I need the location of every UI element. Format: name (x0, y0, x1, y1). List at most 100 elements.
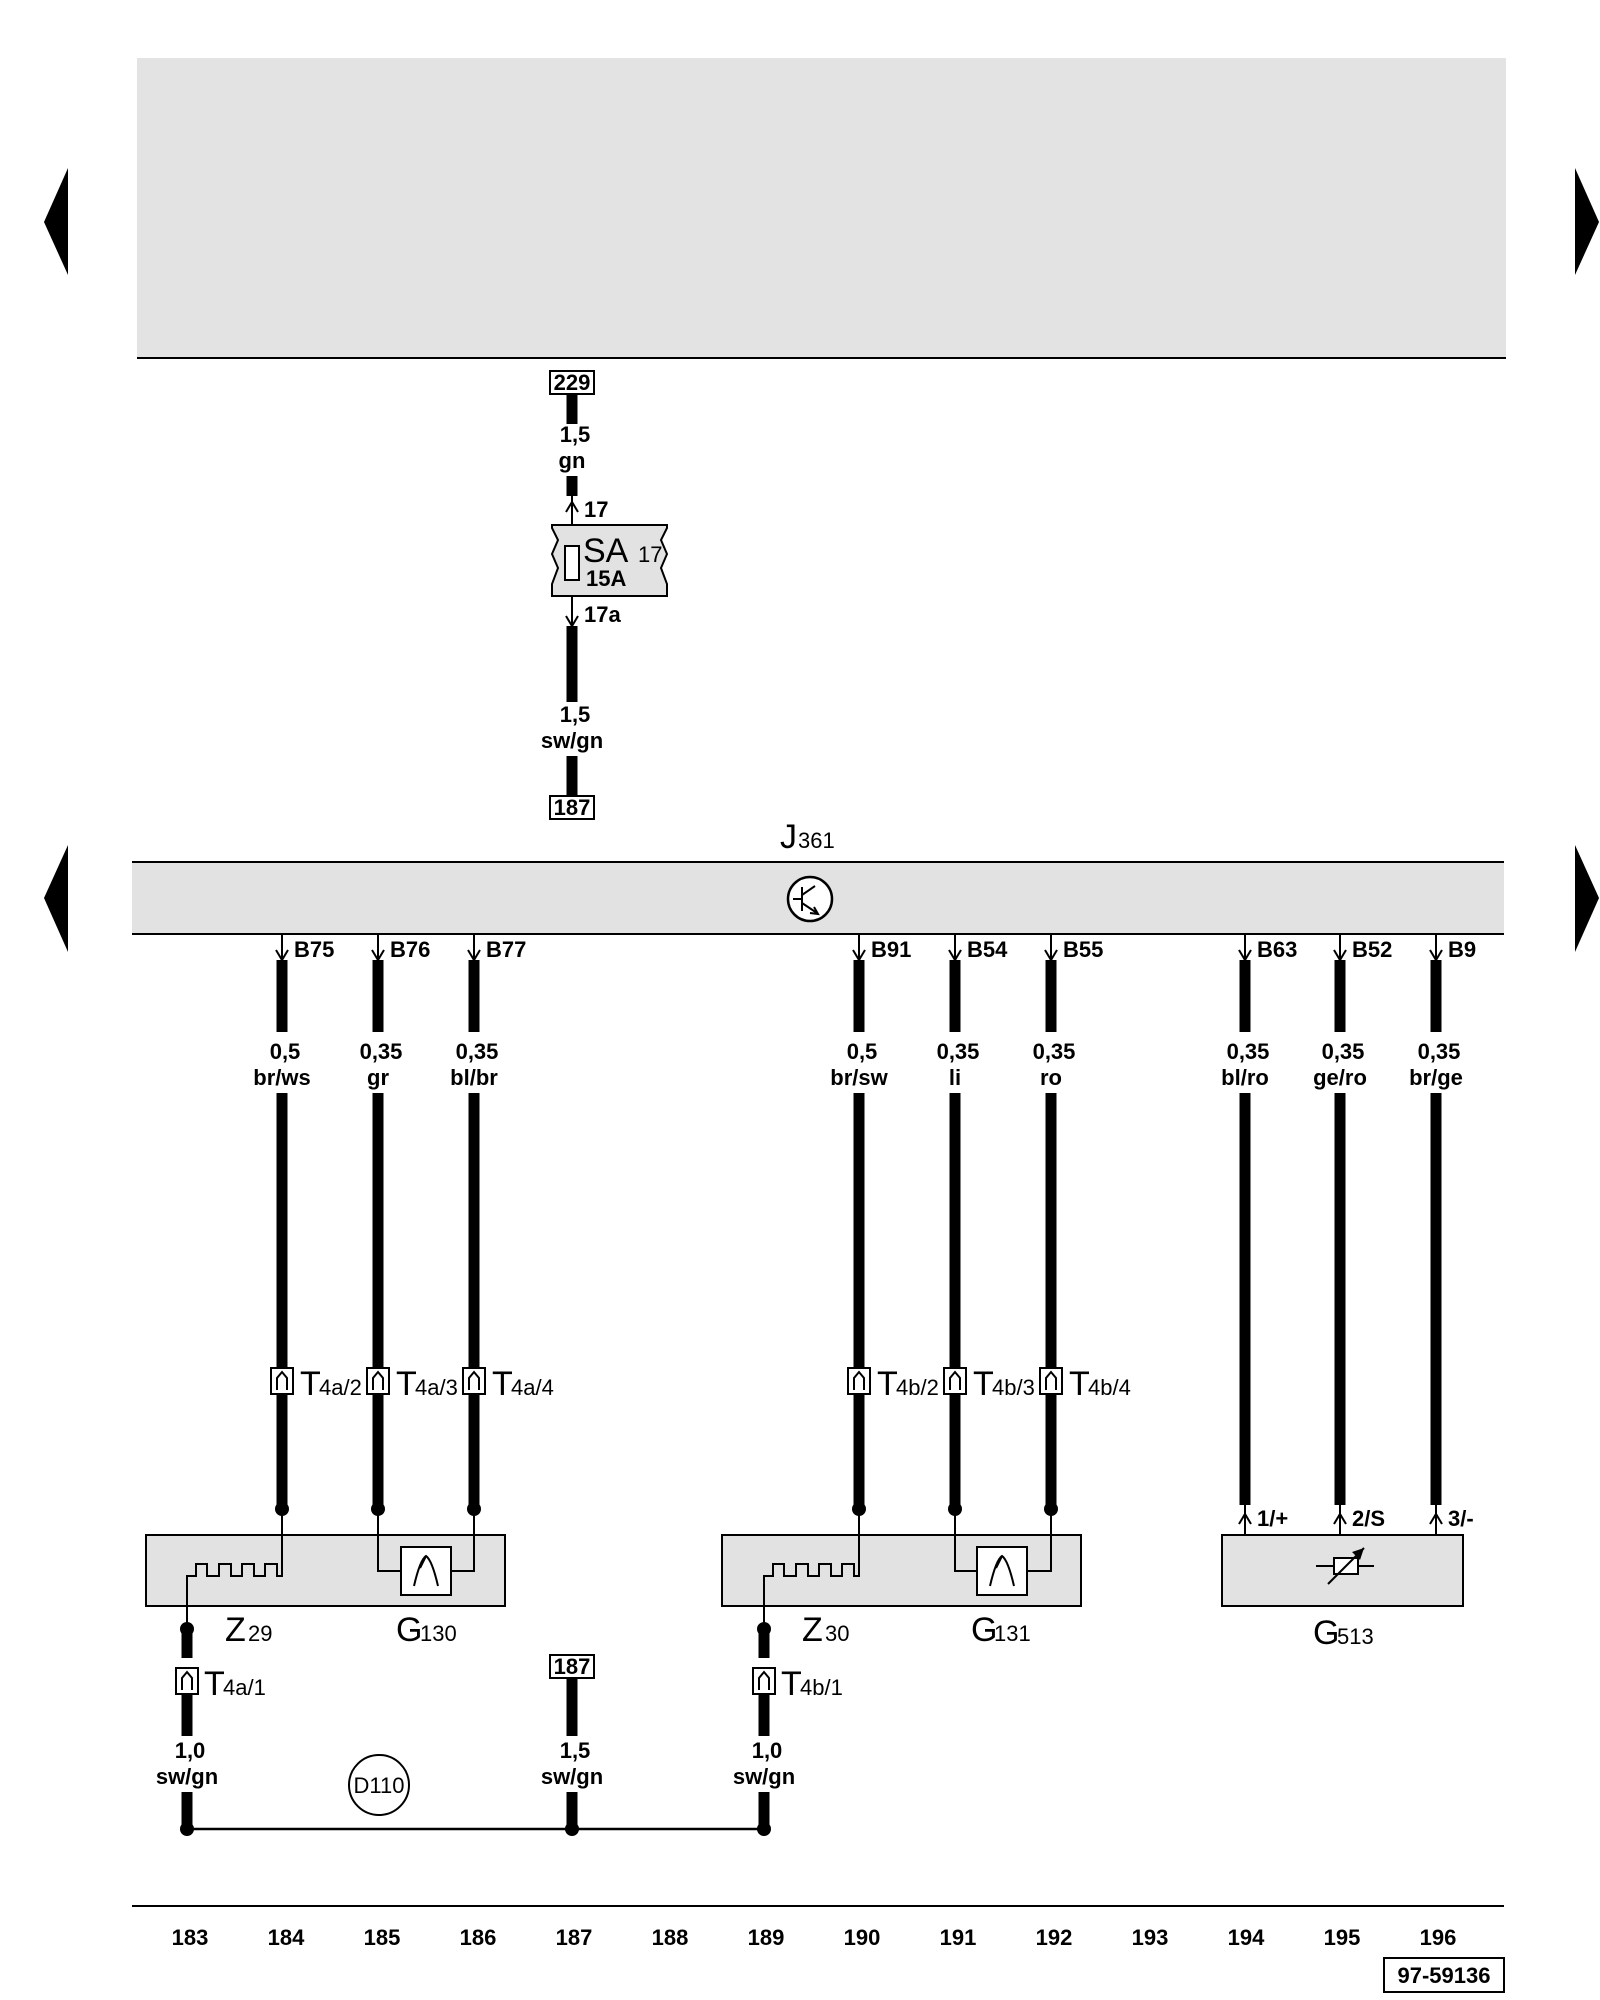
junction-dot (565, 1822, 579, 1836)
next-page-arrow-top[interactable] (1575, 168, 1599, 275)
doc-id-box (1383, 1957, 1505, 1993)
fuse-name-main: SA (583, 532, 629, 570)
wire-size: 0,35 (456, 1039, 499, 1064)
fuse-sa17-body[interactable] (550, 524, 669, 597)
ref-187-top-label: 187 (554, 795, 591, 820)
next-page-arrow-middle[interactable] (1575, 845, 1599, 952)
junction-d110-symbol[interactable] (348, 1754, 410, 1816)
g131-wire-right (1027, 1509, 1052, 1572)
connector-label-sub: 4a/4 (511, 1375, 554, 1400)
ruler-number: 194 (1228, 1925, 1265, 1950)
g513-pin-label: 1/+ (1257, 1506, 1288, 1531)
fuse-wire-bottom-size: 1,5 (560, 702, 591, 727)
ruler-number: 190 (844, 1925, 881, 1950)
ground-right-size: 1,0 (752, 1738, 783, 1763)
junction-dot (180, 1822, 194, 1836)
ruler-number: 196 (1420, 1925, 1457, 1950)
connector-label-main: T (492, 1365, 513, 1403)
control-unit-name-main: J (780, 818, 797, 856)
fuse-wire-bottom-color: sw/gn (541, 728, 603, 753)
fuse-name-sub: 17 (638, 542, 662, 567)
pin-label: B76 (390, 937, 430, 962)
wire-color: br/ge (1409, 1065, 1463, 1090)
connector-label-main: T (396, 1365, 417, 1403)
control-unit-wires: B750,5br/wsT4a/2B760,35grT4a/3B770,35bl/… (253, 934, 1476, 1535)
potentiometer-icon (1316, 1547, 1374, 1585)
pin-arrow (1333, 1512, 1347, 1525)
ruler-number: 195 (1324, 1925, 1361, 1950)
connector-label-main: T (1069, 1365, 1090, 1403)
ground-circuit: T 4a/1 1,0 sw/gn 187 1,5 sw/gn T 4b/1 1,… (156, 1622, 843, 1836)
wire-color: bl/ro (1221, 1065, 1269, 1090)
g130-label-sub: 130 (420, 1621, 457, 1646)
z30-label-main: Z (802, 1611, 823, 1649)
ground-left-color: sw/gn (156, 1764, 218, 1789)
wire-size: 0,35 (360, 1039, 403, 1064)
wire-size: 0,35 (1033, 1039, 1076, 1064)
wire-size: 0,5 (847, 1039, 878, 1064)
ruler-number: 185 (364, 1925, 401, 1950)
fuse-pin-in-arrow (565, 500, 579, 513)
header-area (137, 58, 1506, 358)
pin-label: B9 (1448, 937, 1476, 962)
pin-label: B75 (294, 937, 334, 962)
sensor-g131-icon (976, 1546, 1028, 1596)
conn-t4a1-sub: 4a/1 (223, 1675, 266, 1700)
prev-page-arrow-top[interactable] (44, 168, 68, 275)
pin-arrow (1429, 1512, 1443, 1525)
fuse-pin-out: 17a (584, 602, 621, 627)
transistor-icon (786, 875, 834, 923)
z29-label-main: Z (225, 1611, 246, 1649)
connector-icon (462, 1367, 486, 1395)
prev-page-arrow-middle[interactable] (44, 845, 68, 952)
g513-label-main: G (1313, 1614, 1339, 1652)
connector-icon (366, 1367, 390, 1395)
wire-size: 0,35 (1227, 1039, 1270, 1064)
g131-label-main: G (971, 1611, 997, 1649)
g130-label-main: G (396, 1611, 422, 1649)
connector-label-sub: 4b/2 (896, 1375, 939, 1400)
g130-wire-left (377, 1509, 401, 1572)
ruler-number: 183 (172, 1925, 209, 1950)
connector-icon (270, 1367, 294, 1395)
fuse-wire-top-color: gn (559, 448, 586, 473)
ref-box-187-top[interactable] (549, 795, 595, 820)
fuse-rating: 15A (586, 566, 626, 591)
ground-mid-size: 1,5 (560, 1738, 591, 1763)
fuse-wire-top-size: 1,5 (560, 422, 591, 447)
ruler-number: 192 (1036, 1925, 1073, 1950)
ruler-number: 189 (748, 1925, 785, 1950)
ruler-number: 191 (940, 1925, 977, 1950)
connector-label-sub: 4a/2 (319, 1375, 362, 1400)
fuse-element-icon (564, 545, 580, 581)
ruler-number: 188 (652, 1925, 689, 1950)
connector-icon (847, 1367, 871, 1395)
connector-label-sub: 4b/3 (992, 1375, 1035, 1400)
z29-label-sub: 29 (248, 1621, 272, 1646)
wire-color: gr (367, 1065, 389, 1090)
ruler-number: 187 (556, 1925, 593, 1950)
g513-pin-label: 2/S (1352, 1506, 1385, 1531)
wire-size: 0,5 (270, 1039, 301, 1064)
ground-left-size: 1,0 (175, 1738, 206, 1763)
junction-dot (757, 1822, 771, 1836)
g513-label-sub: 513 (1337, 1624, 1374, 1649)
connector-label-main: T (877, 1365, 898, 1403)
z30-label-sub: 30 (825, 1621, 849, 1646)
wire-color: ge/ro (1313, 1065, 1367, 1090)
pin-label: B52 (1352, 937, 1392, 962)
connector-icon (943, 1367, 967, 1395)
ruler-number: 193 (1132, 1925, 1169, 1950)
fuse-circuit: 229 1,5 gn 17 SA 17 15A 17a 1,5 sw/gn 18… (541, 370, 669, 820)
ref-187-bottom-label: 187 (554, 1654, 591, 1679)
g513-pin-label: 3/- (1448, 1506, 1474, 1531)
wire-color: ro (1040, 1065, 1062, 1090)
connector-t4b1-icon (752, 1667, 776, 1695)
g130-wire-right (451, 1509, 475, 1572)
connector-label-main: T (973, 1365, 994, 1403)
conn-t4a1-main: T (204, 1665, 225, 1703)
conn-t4b1-sub: 4b/1 (800, 1675, 843, 1700)
fuse-pin-in: 17 (584, 497, 608, 522)
